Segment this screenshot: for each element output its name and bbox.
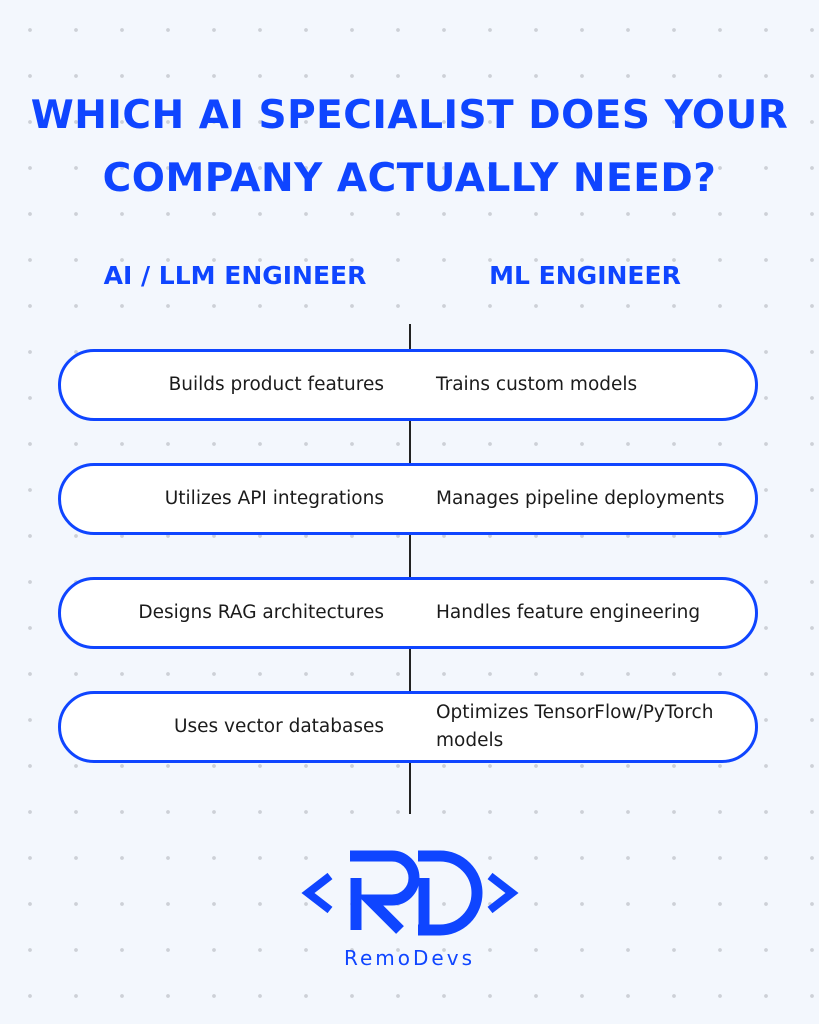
column-header-ai-llm-engineer: AI / LLM ENGINEER [103,261,367,290]
page-title: WHICH AI SPECIALIST DOES YOUR COMPANY AC… [30,93,789,201]
ai-llm-engineer-item: Designs RAG architectures [138,602,384,623]
ml-engineer-item: Handles feature engineering [436,602,701,623]
comparison-row: Uses vector databases Optimizes TensorFl… [58,691,758,763]
comparison-row: Designs RAG architectures Handles featur… [58,577,758,649]
brand-name: RemoDevs [344,946,475,970]
ml-engineer-item: Optimizes TensorFlow/PyTorch models [436,702,714,751]
comparison-row: Builds product features Trains custom mo… [58,349,758,421]
ai-llm-engineer-item: Uses vector databases [173,716,384,737]
ml-engineer-item: Manages pipeline deployments [436,488,725,509]
ai-llm-engineer-item: Utilizes API integrations [164,488,384,509]
ai-llm-engineer-item: Builds product features [168,374,384,395]
column-divider [409,324,411,814]
remodevs-logo-icon [301,850,519,936]
column-header-ml-engineer: ML ENGINEER [489,261,681,290]
comparison-row: Utilizes API integrations Manages pipeli… [58,463,758,535]
ml-engineer-item: Trains custom models [436,374,638,395]
